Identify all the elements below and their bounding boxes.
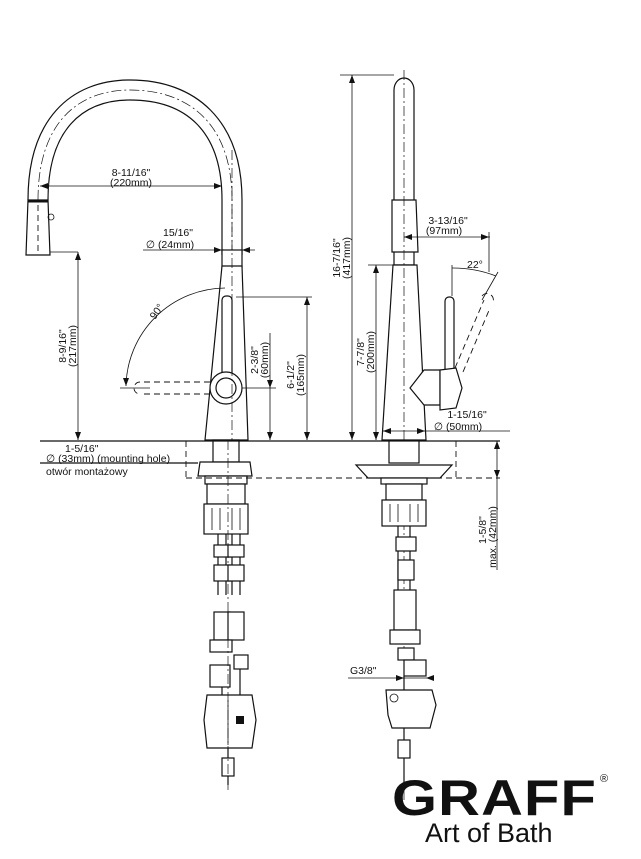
reach-in: 8-11/16" [112, 167, 151, 179]
lever-reach-in: 3-13/16" [428, 215, 468, 227]
lever-angle-side: 22° [467, 259, 483, 271]
total-height-in: 16-7/16" [331, 238, 343, 278]
connection-thread: G3/8" [350, 665, 377, 677]
mounting-shank [212, 439, 240, 463]
spout-arc-outer [27, 79, 243, 255]
spout-arc-inner [47, 99, 223, 255]
graff-logo: GRAFF ® Art of Bath [392, 770, 608, 848]
spout-diameter-mm: ∅ (24mm) [146, 239, 194, 251]
mounting-nut-side [381, 499, 427, 527]
total-height-mm: (417mm) [341, 237, 353, 279]
left-faucet-view: 90° 8-11/16" (220mm) 15/16" [25, 79, 500, 790]
deck-thickness-mm: max. (42mm) [487, 506, 499, 568]
escutcheon-side [354, 464, 454, 479]
brand-name: GRAFF [392, 770, 597, 826]
lever-hub-side [409, 369, 441, 406]
lever-top-in: 6-1/2" [285, 361, 297, 389]
hub-height-in: 2-3/8" [249, 346, 261, 374]
supply-hoses-side [389, 526, 427, 690]
spray-button [47, 213, 55, 221]
hub-height-mm: (60mm) [259, 342, 271, 378]
lever-handle [221, 295, 233, 382]
lever-top-mm: (165mm) [295, 354, 307, 396]
spout-diameter-in: 15/16" [163, 227, 193, 239]
right-faucet-view: 16-7/16" (417mm) 7-7/8" (200mm) 3-13/16"… [331, 70, 510, 800]
lever-rotated-outline [133, 381, 210, 395]
registered-mark: ® [600, 773, 608, 785]
clearance-mm: (217mm) [67, 325, 79, 367]
lever-hub [209, 371, 243, 405]
control-box [203, 694, 257, 749]
reach-mm: (220mm) [110, 177, 152, 189]
brand-tagline: Art of Bath [425, 818, 553, 848]
body-height-in: 7-7/8" [355, 338, 367, 366]
clearance-in: 8-9/16" [57, 329, 69, 363]
base-diameter-in: 1-15/16" [447, 409, 487, 421]
mounting-hole-mm: ∅ (33mm) (mounting hole) [46, 453, 170, 465]
angle-arc-90 [125, 287, 226, 387]
mounting-hole-pl: otwór montażowy [46, 466, 128, 478]
deck-thickness-in: 1-5/8" [477, 516, 489, 544]
lever-reach-mm: (97mm) [426, 225, 462, 237]
escutcheon [197, 461, 253, 477]
base-diameter-mm: ∅ (50mm) [434, 421, 482, 433]
mounting-nut [203, 503, 249, 535]
faucet-body-side [381, 264, 427, 441]
mounting-hole-in: 1-5/16" [65, 443, 99, 455]
body-height-mm: (200mm) [365, 331, 377, 373]
supply-hoses [209, 534, 249, 695]
lever-angle-label: 90° [148, 302, 167, 322]
control-box-side [385, 689, 437, 729]
